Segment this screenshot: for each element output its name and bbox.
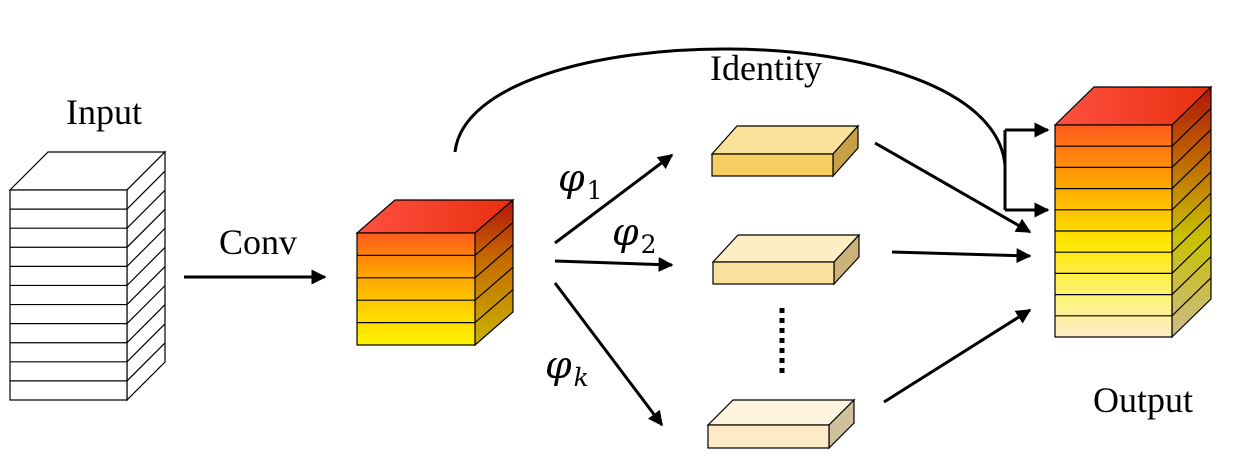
output-layer-side-divider [1171,256,1212,296]
input-layer-side-divider [126,342,166,382]
input-layer-side-divider [126,189,166,229]
branchk-arrow [553,282,664,427]
input-layer-side-divider [126,170,166,210]
branchk-label: φk [545,343,589,392]
input-stack-layers [10,170,166,382]
conv-layer-side-divider [474,266,514,301]
output-label: Output [1093,380,1193,420]
output-layer-side-divider [1171,150,1212,190]
input-stack-side [126,150,166,402]
identity-label: Identity [710,48,822,88]
input-layer-side-divider [126,304,166,344]
output-layer-side-divider [1171,277,1212,317]
conv-layer-side-divider [474,289,514,324]
branch2-label: φ2 [612,210,657,259]
branch1-to-output-arrow [874,141,1032,234]
conv-layer-side-divider [474,221,514,256]
branch1-label: φ1 [558,156,603,205]
conv-layer-side-divider [474,244,514,279]
branch2-arrow [554,257,674,273]
conv-label: Conv [219,222,297,262]
identity-arc [453,47,1007,210]
input-layer-side-divider [126,285,166,325]
output-layer-side-divider [1171,192,1212,232]
output-stack-layers [1055,107,1212,317]
input-layer-side-divider [126,266,166,305]
input-stack-front [9,189,128,401]
input-layer-side-divider [126,323,166,363]
conv-cube-layers [357,221,514,324]
output-stack [1053,85,1213,339]
output-layer-side-divider [1171,171,1212,211]
input-layer-side-divider [126,208,166,248]
input-layer-side-divider [126,227,166,267]
output-layer-side-divider [1171,213,1212,253]
branchk-slab [706,398,856,450]
branch1-slab [710,124,860,178]
output-layer-side-divider [1171,234,1212,274]
output-layer-side-divider [1171,107,1212,147]
input-stack [8,150,167,402]
branch2-to-output-arrow [891,248,1032,264]
output-layer-side-divider [1171,128,1212,168]
branch2-slab [711,233,861,286]
input-layer-side-divider [126,247,166,286]
branch1-arrow [554,153,674,245]
conv-cube-front [356,232,476,346]
conv-feature-cube [355,198,515,347]
branchk-to-output-arrow [883,308,1032,404]
input-label: Input [66,92,142,132]
